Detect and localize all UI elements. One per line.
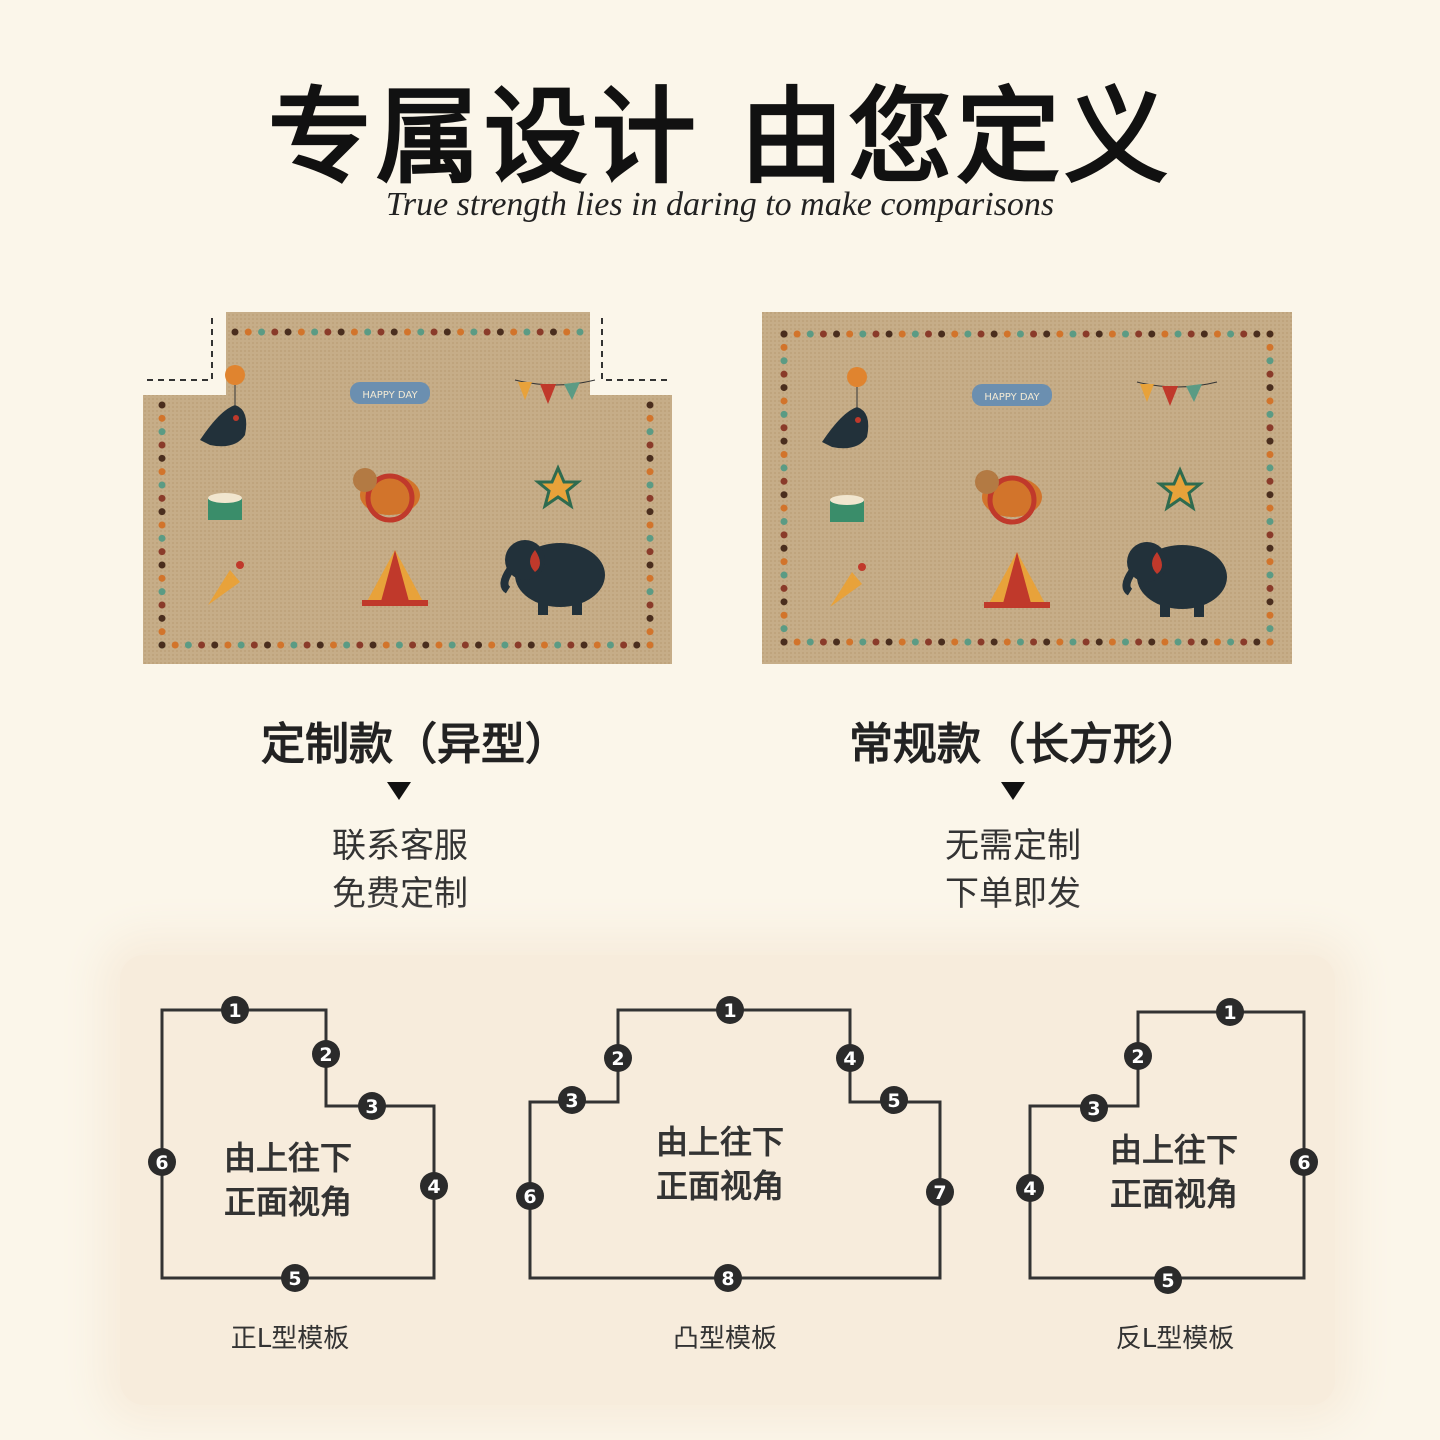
marker-number: 3	[358, 1092, 386, 1120]
marker-number: 3	[558, 1086, 586, 1114]
regular-note: 无需定制 下单即发	[945, 822, 1081, 918]
marker-number-label: 1	[723, 1000, 736, 1022]
down-arrow-icon	[387, 782, 411, 800]
custom-note-line1: 联系客服	[332, 826, 468, 866]
dot-border	[780, 330, 1274, 646]
drum-icon	[208, 493, 242, 520]
down-arrow-icon	[1001, 782, 1025, 800]
marker-number-label: 6	[155, 1152, 168, 1174]
marker-number: 1	[716, 996, 744, 1024]
marker-number: 5	[880, 1086, 908, 1114]
marker-number-label: 2	[319, 1044, 332, 1066]
l-template-line1: 由上往下	[224, 1139, 353, 1177]
elephant-icon	[500, 540, 605, 615]
marker-number: 5	[1154, 1266, 1182, 1294]
dog-hoop-icon	[353, 468, 420, 523]
marker-number-label: 3	[1087, 1098, 1100, 1120]
marker-number-label: 2	[611, 1048, 624, 1070]
marker-number: 4	[836, 1044, 864, 1072]
star-icon	[1155, 466, 1205, 512]
marker-number-label: 6	[523, 1186, 536, 1208]
star-icon	[533, 464, 583, 510]
regular-mat-image: HAPPY DAY	[762, 312, 1292, 664]
template-diagrams: 1 2 3 4 5 6 1 2 3 4 5 6 7 8 1 2 3 4 5 6	[148, 996, 1318, 1294]
marker-number-label: 7	[933, 1182, 946, 1204]
marker-number-label: 4	[1023, 1178, 1036, 1200]
marker-number: 1	[221, 996, 249, 1024]
marker-number: 8	[714, 1264, 742, 1292]
marker-number: 4	[1016, 1174, 1044, 1202]
bunting-icon	[514, 379, 596, 404]
convex-template-line2: 正面视角	[656, 1167, 785, 1205]
circus-tent-icon	[984, 552, 1050, 608]
marker-number-label: 1	[228, 1000, 241, 1022]
marker-number: 2	[312, 1040, 340, 1068]
l-template-label: 正L型模板	[230, 1324, 350, 1354]
marker-number: 2	[1124, 1042, 1152, 1070]
marker-number-label: 4	[843, 1048, 856, 1070]
regular-caption: 常规款（长方形）	[849, 719, 1201, 770]
svg-text:HAPPY DAY: HAPPY DAY	[362, 390, 418, 401]
happy-day-banner-icon: HAPPY DAY	[972, 384, 1052, 406]
party-horn-icon	[830, 563, 866, 607]
bunting-icon	[1136, 381, 1218, 406]
svg-text:HAPPY DAY: HAPPY DAY	[984, 392, 1040, 403]
marker-number-label: 5	[288, 1268, 301, 1290]
dot-border	[158, 328, 654, 649]
marker-number: 6	[148, 1148, 176, 1176]
circus-tent-icon	[362, 550, 428, 606]
happy-day-banner-icon: HAPPY DAY	[350, 382, 430, 404]
marker-number: 6	[1290, 1148, 1318, 1176]
balloon-icon	[225, 365, 245, 405]
convex-template-text: 由上往下 正面视角	[656, 1120, 784, 1208]
party-horn-icon	[208, 561, 244, 605]
marker-number: 1	[1216, 998, 1244, 1026]
dog-hoop-icon	[975, 470, 1042, 525]
seal-icon	[822, 407, 869, 449]
marker-number-label: 2	[1131, 1046, 1144, 1068]
page-subtitle: True strength lies in daring to make com…	[385, 186, 1055, 223]
elephant-icon	[1122, 542, 1227, 617]
convex-template-label: 凸型模板	[672, 1324, 777, 1354]
regular-note-line1: 无需定制	[945, 826, 1081, 866]
l-template-line2: 正面视角	[224, 1183, 353, 1221]
marker-number-label: 5	[887, 1090, 900, 1112]
custom-note-line2: 免费定制	[332, 874, 468, 914]
marker-number: 7	[926, 1178, 954, 1206]
marker-number: 6	[516, 1182, 544, 1210]
marker-number-label: 6	[1297, 1152, 1310, 1174]
page-title: 专属设计 由您定义	[267, 75, 1173, 198]
reverse-l-template-line1: 由上往下	[1110, 1131, 1239, 1169]
marker-number: 4	[420, 1172, 448, 1200]
marker-number: 3	[1080, 1094, 1108, 1122]
marker-number-label: 8	[721, 1268, 734, 1290]
marker-number-label: 5	[1161, 1270, 1174, 1292]
l-template-text: 由上往下 正面视角	[224, 1136, 352, 1224]
reverse-l-template-text: 由上往下 正面视角	[1110, 1128, 1238, 1216]
reverse-l-shape-outline	[1028, 1010, 1306, 1280]
l-shape-outline	[160, 1008, 436, 1280]
marker-number-label: 1	[1223, 1002, 1236, 1024]
drum-icon	[830, 495, 864, 522]
marker-number-label: 3	[565, 1090, 578, 1112]
custom-caption: 定制款（异型）	[261, 719, 569, 770]
templates-panel	[120, 955, 1335, 1405]
marker-number-label: 4	[427, 1176, 440, 1198]
marker-number: 2	[604, 1044, 632, 1072]
balloon-icon	[847, 367, 867, 407]
seal-icon	[200, 405, 247, 447]
convex-template-line1: 由上往下	[656, 1123, 785, 1161]
reverse-l-template-line2: 正面视角	[1110, 1175, 1239, 1213]
marker-number-label: 3	[365, 1096, 378, 1118]
regular-note-line2: 下单即发	[945, 874, 1081, 914]
marker-number: 5	[281, 1264, 309, 1292]
custom-mat-image: HAPPY DAY	[143, 312, 672, 664]
custom-note: 联系客服 免费定制	[332, 822, 468, 918]
reverse-l-template-label: 反L型模板	[1115, 1324, 1235, 1354]
